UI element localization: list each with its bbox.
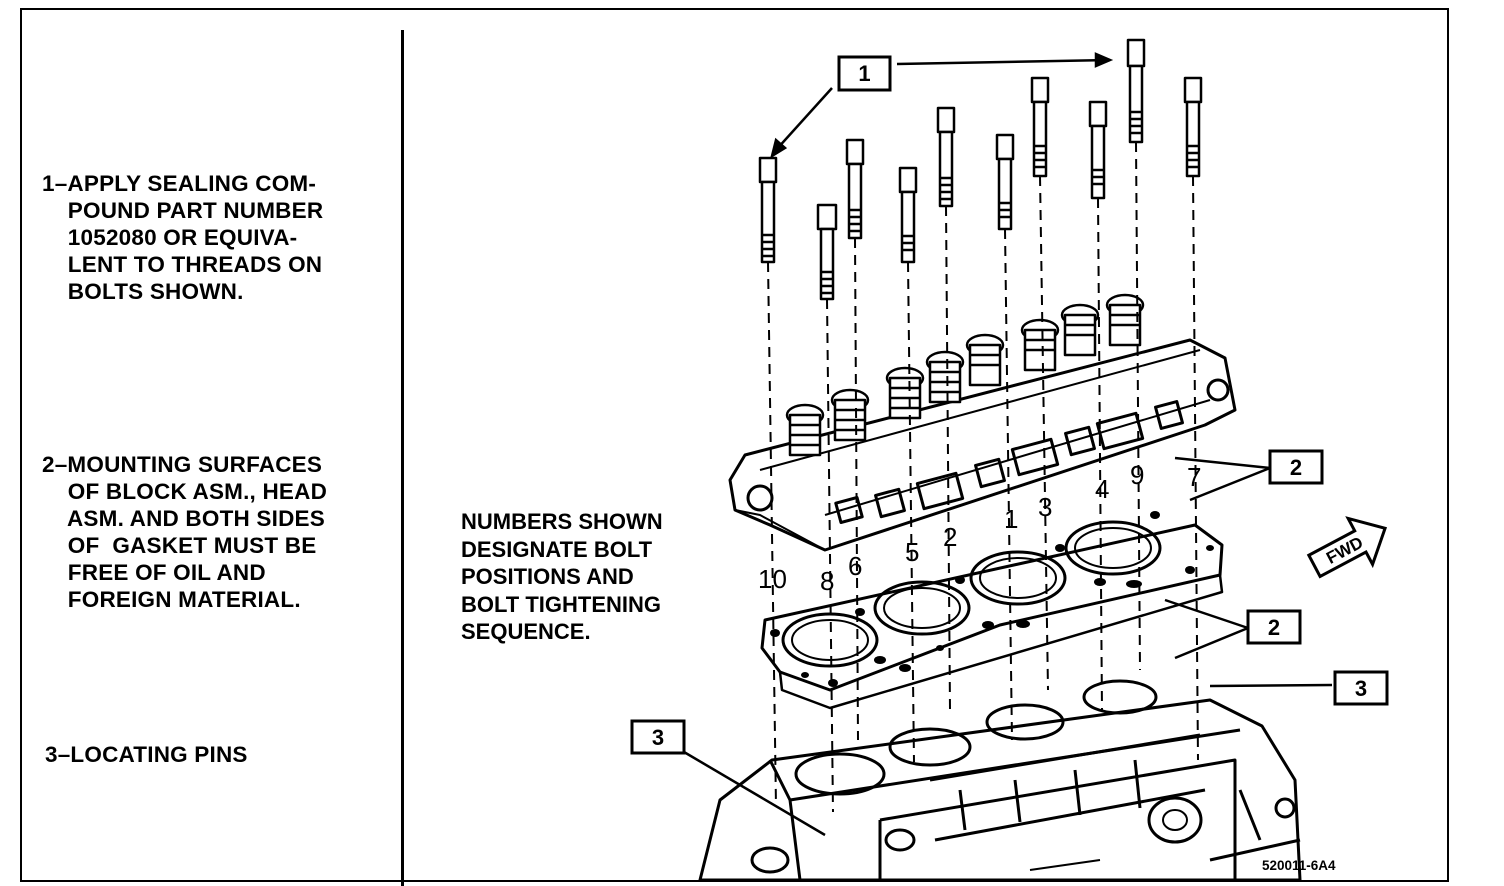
head-bolts bbox=[758, 38, 1203, 301]
bolt-10 bbox=[758, 156, 778, 264]
bolt-label-10: 10 bbox=[758, 564, 787, 594]
callout-3-front: 3 bbox=[1333, 670, 1389, 706]
bolt-7 bbox=[1183, 76, 1203, 178]
bolt-label-9: 9 bbox=[1130, 460, 1144, 490]
bolt-label-2: 2 bbox=[943, 522, 957, 552]
bolt-label-5: 5 bbox=[905, 537, 919, 567]
bolt-1 bbox=[995, 133, 1015, 231]
callout-1-label: 1 bbox=[858, 61, 870, 86]
leader-lines bbox=[683, 52, 1333, 837]
bolt-sequence-labels: 10 8 6 5 2 1 3 4 9 7 bbox=[758, 460, 1201, 596]
bolt-label-3: 3 bbox=[1038, 492, 1052, 522]
bolt-4 bbox=[1088, 100, 1108, 200]
callout-2-gasket: 2 bbox=[1246, 609, 1302, 645]
bolt-9 bbox=[1126, 38, 1146, 144]
bolt-label-4: 4 bbox=[1095, 474, 1109, 504]
bolt-2 bbox=[936, 106, 956, 208]
bolt-5 bbox=[898, 166, 918, 264]
head-gasket bbox=[760, 511, 1224, 710]
figure-code: 520011-6A4 bbox=[1262, 858, 1336, 873]
bolt-label-7: 7 bbox=[1187, 462, 1201, 492]
callout-3-rear-label: 3 bbox=[652, 725, 664, 750]
callout-1: 1 bbox=[837, 55, 892, 92]
callout-2-gasket-label: 2 bbox=[1268, 615, 1280, 640]
legend-item-2: 2–MOUNTING SURFACES OF BLOCK ASM., HEAD … bbox=[42, 452, 328, 612]
column-divider bbox=[401, 30, 404, 886]
bolt-centerlines bbox=[767, 141, 1199, 813]
bolt-3 bbox=[1030, 76, 1050, 178]
fwd-arrow: FWD bbox=[1306, 516, 1388, 579]
callout-2-head: 2 bbox=[1268, 449, 1324, 485]
bolt-label-8: 8 bbox=[820, 566, 834, 596]
bolt-6 bbox=[845, 138, 865, 240]
callout-3-rear: 3 bbox=[630, 719, 686, 755]
bolt-label-6: 6 bbox=[848, 551, 862, 581]
callout-3-front-label: 3 bbox=[1355, 676, 1367, 701]
legend-item-1: 1–APPLY SEALING COM- POUND PART NUMBER 1… bbox=[42, 171, 324, 304]
diagram-frame bbox=[20, 8, 1449, 882]
callout-2-head-label: 2 bbox=[1290, 455, 1302, 480]
cylinder-head bbox=[728, 293, 1237, 552]
bolt-8 bbox=[816, 203, 838, 301]
engine-block bbox=[698, 679, 1302, 880]
sequence-note: NUMBERS SHOWN DESIGNATE BOLT POSITIONS A… bbox=[461, 509, 663, 644]
bolt-label-1: 1 bbox=[1004, 504, 1018, 534]
legend-item-3: 3–LOCATING PINS bbox=[45, 742, 248, 767]
